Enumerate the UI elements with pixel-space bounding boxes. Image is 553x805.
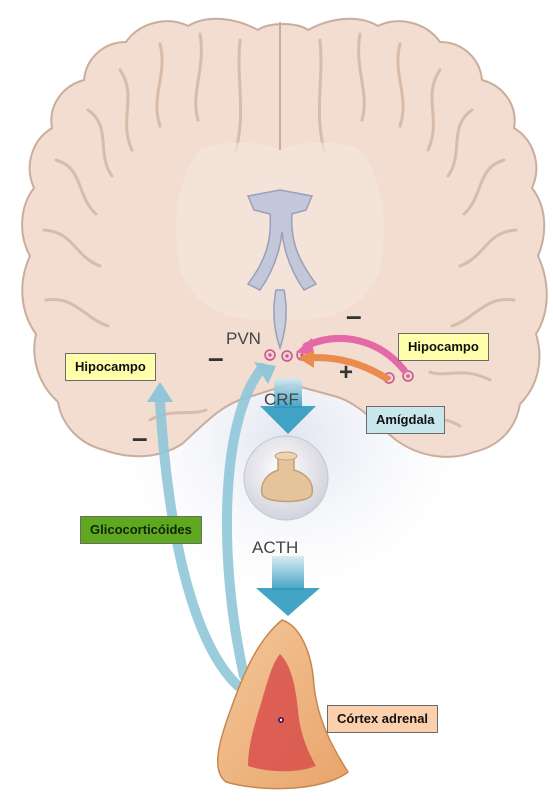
glucocorticoids-label: Glicocorticóides: [80, 516, 202, 544]
amygdala-label: Amígdala: [366, 406, 445, 434]
pvn-label: PVN: [226, 329, 261, 349]
plus-sign-amygdala: +: [339, 359, 353, 387]
adrenal-cortex-label: Córtex adrenal: [327, 705, 438, 733]
minus-sign-hippocampus-right: –: [346, 300, 362, 332]
hippocampus-right-label: Hipocampo: [398, 333, 489, 361]
hippocampus-left-label: Hipocampo: [65, 353, 156, 381]
crf-label: CRF: [264, 390, 299, 410]
minus-sign-pvn-left: –: [208, 342, 224, 374]
minus-sign-feedback: –: [132, 422, 148, 454]
acth-label: ACTH: [252, 538, 298, 558]
pituitary-gland: [244, 436, 328, 520]
